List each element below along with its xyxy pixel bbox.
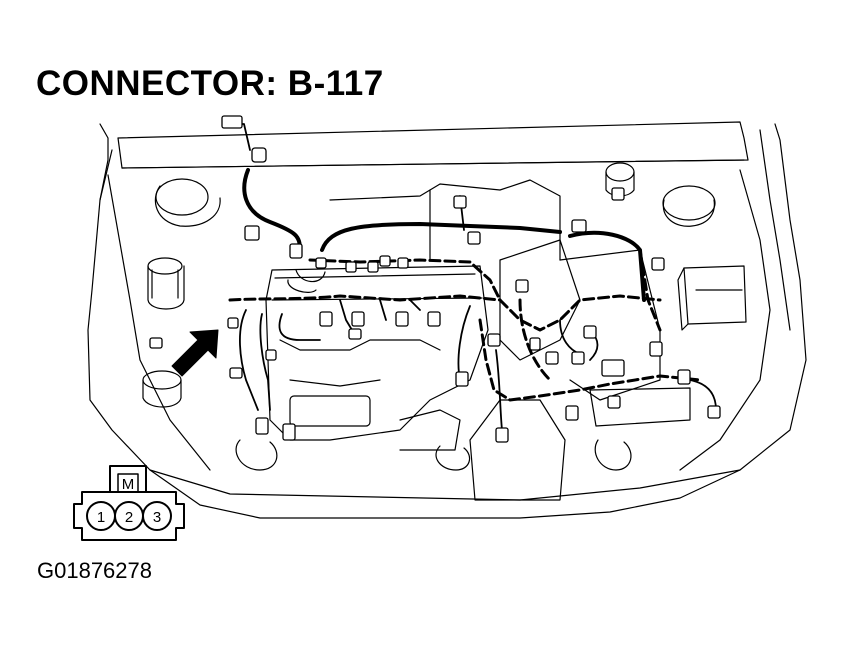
pin-label-1: 1 — [97, 509, 105, 526]
wiring-harness — [242, 168, 646, 302]
wiring-harness-secondary — [228, 248, 702, 402]
diagram-title: CONNECTOR: B-117 — [36, 64, 384, 103]
right-components — [605, 162, 747, 331]
pin-label-3: 3 — [153, 509, 161, 526]
connector-face-view — [73, 465, 185, 541]
harness-connectors — [149, 115, 721, 443]
figure-id: G01876278 — [37, 558, 152, 583]
vehicle-body-outline — [87, 121, 807, 519]
left-components — [142, 178, 221, 408]
location-arrow — [171, 329, 219, 377]
wiring-harness-thin — [225, 123, 717, 431]
connector-key-label: M — [122, 476, 135, 493]
pin-label-2: 2 — [125, 509, 133, 526]
